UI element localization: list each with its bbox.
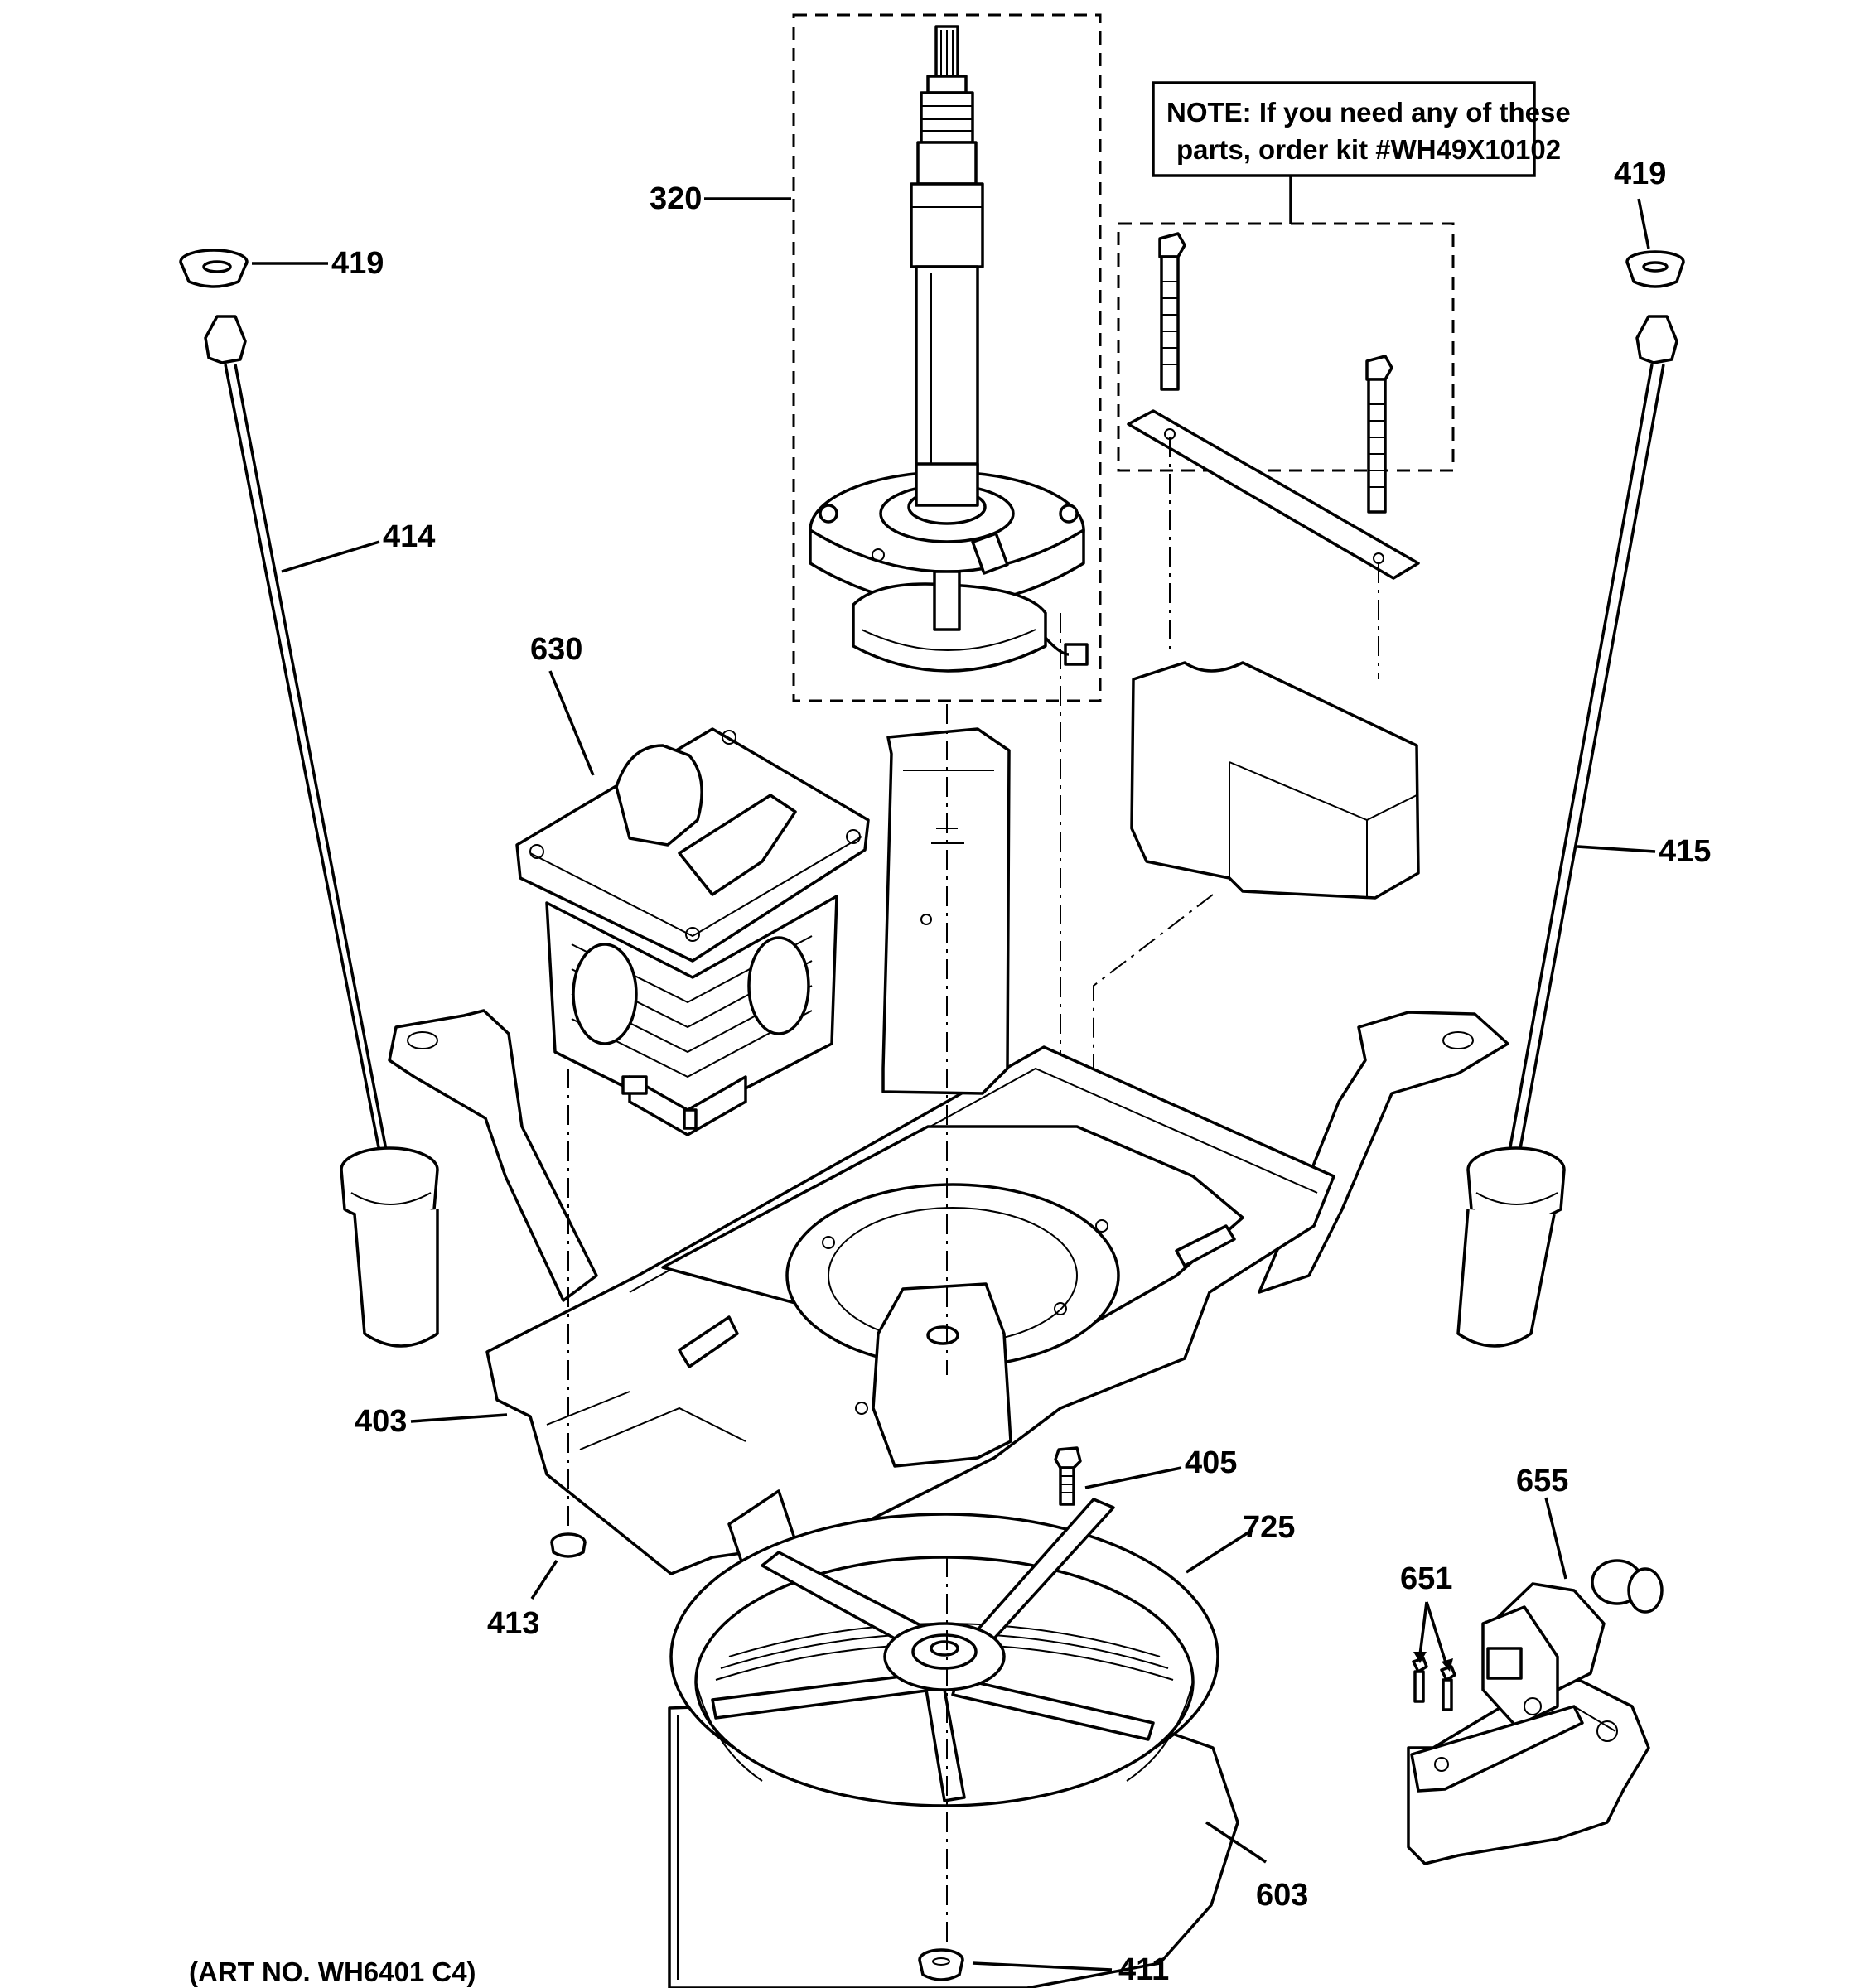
center-bracket [881, 727, 1011, 1095]
damper-cap-left-419[interactable] [179, 248, 249, 288]
leader-630 [548, 670, 595, 776]
note-line-2: parts, order kit #WH49X10102 [1176, 134, 1561, 165]
callout-415: 415 [1659, 834, 1711, 869]
suspension-rod-left-414[interactable] [204, 315, 439, 1348]
shaft-assembly-320[interactable] [792, 13, 1102, 702]
callout-414: 414 [383, 519, 435, 554]
leader-725 [1186, 1529, 1252, 1574]
leader-603 [1205, 1821, 1267, 1864]
center-axis-lines [567, 704, 948, 1947]
callout-405: 405 [1185, 1445, 1237, 1480]
leader-413 [530, 1560, 558, 1600]
weight-kit[interactable] [1117, 222, 1455, 900]
motor-630[interactable] [515, 727, 870, 1136]
nut-413[interactable] [550, 1532, 587, 1558]
leader-411 [972, 1961, 1113, 1971]
art-number: (ART NO. WH6401 C4) [189, 1957, 476, 1987]
damper-cap-right-419[interactable] [1625, 250, 1685, 288]
leader-414 [281, 540, 380, 573]
callout-651: 651 [1400, 1561, 1452, 1596]
callout-725: 725 [1243, 1510, 1295, 1545]
callout-413: 413 [487, 1606, 539, 1641]
leader-651-arrows [1413, 1652, 1453, 1672]
leader-415 [1577, 845, 1656, 853]
leader-405 [1084, 1466, 1182, 1489]
leader-403 [410, 1413, 508, 1423]
callout-411: 411 [1118, 1952, 1169, 1987]
callout-403: 403 [355, 1404, 407, 1439]
suspension-rod-right-415[interactable] [1456, 315, 1678, 1348]
pump-655[interactable] [1407, 1559, 1664, 1865]
callout-655: 655 [1516, 1464, 1568, 1498]
note-line-1: NOTE: If you need any of these [1166, 97, 1571, 128]
screw-405[interactable] [1054, 1446, 1082, 1506]
pulley-725[interactable] [669, 1498, 1219, 1807]
callout-419-left: 419 [331, 246, 384, 281]
callout-630: 630 [530, 632, 582, 667]
note-box [1152, 81, 1536, 177]
callout-603: 603 [1256, 1878, 1308, 1913]
suspension-base-403[interactable] [388, 1009, 1509, 1600]
callout-419-right: 419 [1614, 157, 1666, 191]
leader-651 [1418, 1601, 1448, 1666]
callout-320: 320 [650, 181, 702, 216]
nut-411[interactable] [918, 1948, 964, 1981]
leader-655 [1544, 1497, 1567, 1580]
leader-419-right [1637, 198, 1650, 249]
